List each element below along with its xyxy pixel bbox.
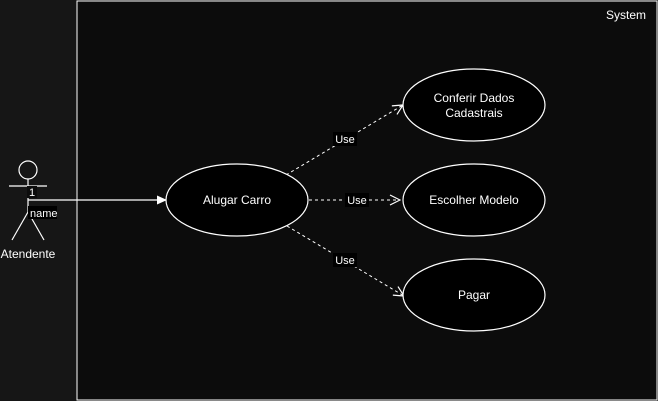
use-label-escolher: Use — [347, 195, 367, 207]
usecase-alugar-carro-label: Alugar Carro — [203, 193, 271, 207]
association-role: name — [30, 208, 58, 220]
use-label-pagar: Use — [335, 255, 355, 267]
usecase-pagar-label: Pagar — [458, 288, 490, 302]
usecase-alugar-carro[interactable]: Alugar Carro — [165, 163, 309, 237]
usecase-conferir-line2: Cadastrais — [445, 106, 502, 120]
usecase-conferir-dados[interactable]: Conferir Dados Cadastrais — [402, 68, 546, 142]
role-label-bg — [28, 206, 57, 219]
usecase-pagar[interactable]: Pagar — [402, 258, 546, 332]
use-label-bg-pagar — [333, 253, 357, 267]
use-label-bg-escolher — [345, 193, 369, 207]
system-label: System — [606, 8, 646, 22]
multiplicity-bg — [27, 186, 37, 198]
actor-left-leg — [11, 211, 29, 241]
actor-label: Atendente — [1, 247, 56, 261]
usecase-escolher-modelo[interactable]: Escolher Modelo — [402, 163, 546, 237]
use-label-conferir: Use — [335, 134, 355, 146]
usecase-escolher-label: Escolher Modelo — [429, 193, 519, 207]
association-multiplicity: 1 — [29, 187, 35, 199]
use-label-bg-conferir — [333, 132, 357, 146]
actor-head — [18, 160, 38, 180]
usecase-conferir-line1: Conferir Dados — [434, 91, 515, 105]
